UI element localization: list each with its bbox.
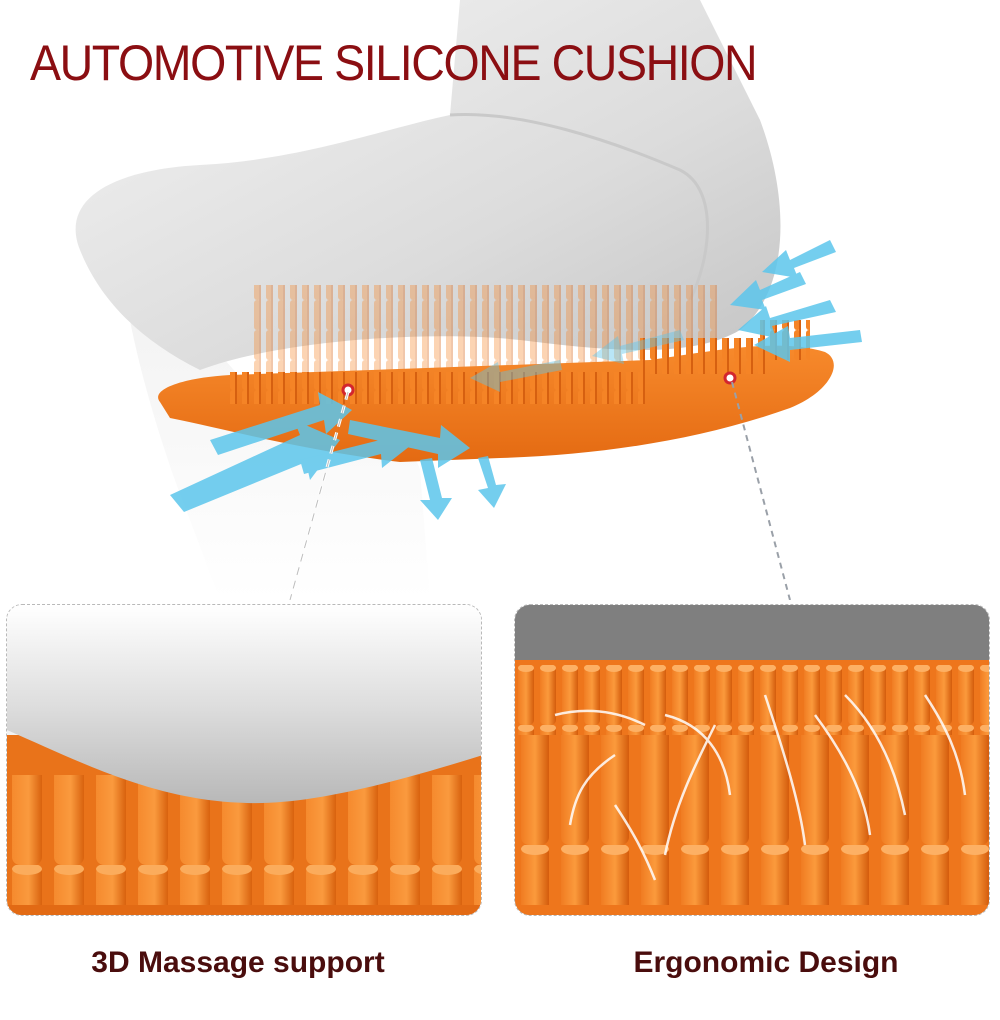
airflow-arrows xyxy=(170,240,862,520)
body-shape xyxy=(75,0,781,370)
massage-closeup-image xyxy=(7,605,481,915)
feature-panel-massage xyxy=(6,604,482,916)
airflow-arrows-closeup xyxy=(554,694,967,881)
hero-illustration xyxy=(75,0,862,600)
page-title: AUTOMOTIVE SILICONE CUSHION xyxy=(30,35,758,91)
feature-panel-ergonomic xyxy=(514,604,990,916)
feature-caption-ergonomic: Ergonomic Design xyxy=(633,946,899,979)
feature-caption-massage: 3D Massage support xyxy=(91,946,385,979)
ergonomic-closeup-image xyxy=(515,605,989,915)
